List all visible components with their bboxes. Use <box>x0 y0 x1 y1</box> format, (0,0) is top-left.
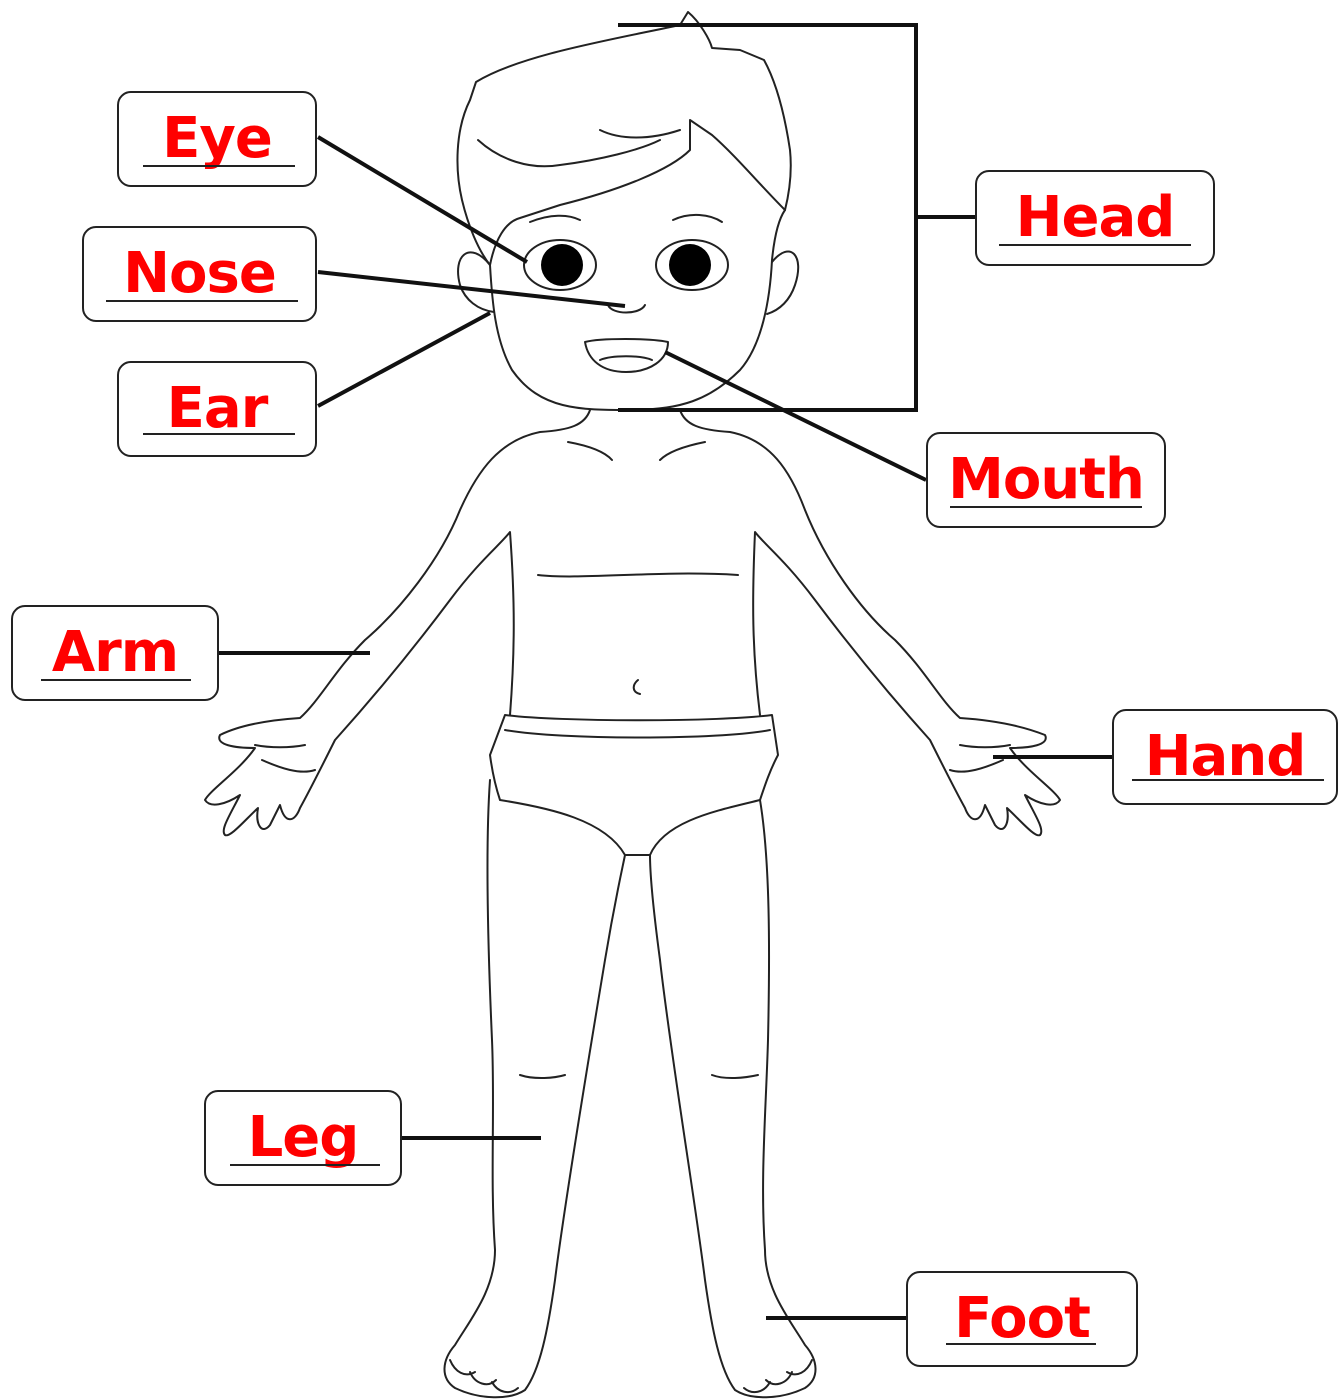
right-leg <box>650 800 816 1397</box>
hair-strand <box>478 130 680 166</box>
label-eye-text: Eye <box>119 109 315 169</box>
label-foot: Foot <box>906 1271 1138 1367</box>
right-toes <box>744 1360 812 1392</box>
left-leg <box>444 780 625 1397</box>
right-eye <box>656 240 728 290</box>
label-nose: Nose <box>82 226 317 322</box>
label-leg-text: Leg <box>206 1108 400 1168</box>
underwear-outline <box>490 715 778 855</box>
left-eye <box>524 240 596 290</box>
left-eyebrow <box>530 216 580 222</box>
label-head-underline <box>999 244 1191 246</box>
label-leg-underline <box>230 1164 380 1166</box>
label-mouth-text: Mouth <box>928 450 1164 510</box>
label-leg: Leg <box>204 1090 402 1186</box>
underwear-band <box>505 730 770 738</box>
label-ear: Ear <box>117 361 317 457</box>
label-hand-underline <box>1132 779 1324 781</box>
ear-leader <box>318 313 490 406</box>
label-nose-text: Nose <box>84 244 315 304</box>
label-hand-text: Hand <box>1114 727 1336 787</box>
label-foot-text: Foot <box>908 1289 1136 1349</box>
label-arm-underline <box>41 679 191 681</box>
left-toes <box>450 1360 518 1392</box>
label-head: Head <box>975 170 1215 266</box>
mouth-leader <box>665 352 926 480</box>
label-head-text: Head <box>977 188 1213 248</box>
label-ear-underline <box>143 433 295 435</box>
label-foot-underline <box>946 1343 1096 1345</box>
tongue <box>600 356 652 360</box>
label-arm: Arm <box>11 605 219 701</box>
collarbones <box>568 442 705 460</box>
head-bracket <box>618 25 916 410</box>
chest-line <box>538 574 738 577</box>
label-eye-underline <box>143 165 295 167</box>
label-eye: Eye <box>117 91 317 187</box>
right-eyebrow <box>673 215 722 222</box>
label-mouth: Mouth <box>926 432 1166 528</box>
hair-outline <box>457 12 790 265</box>
label-ear-text: Ear <box>119 379 315 439</box>
label-mouth-underline <box>950 506 1142 508</box>
eye-leader <box>318 137 527 262</box>
right-ear <box>767 252 798 314</box>
label-nose-underline <box>106 300 298 302</box>
left-ear <box>458 252 494 312</box>
knee-lines <box>520 1075 758 1078</box>
label-hand: Hand <box>1112 709 1338 805</box>
label-arm-text: Arm <box>13 623 217 683</box>
navel <box>634 680 640 694</box>
left-palm-lines <box>255 745 315 772</box>
